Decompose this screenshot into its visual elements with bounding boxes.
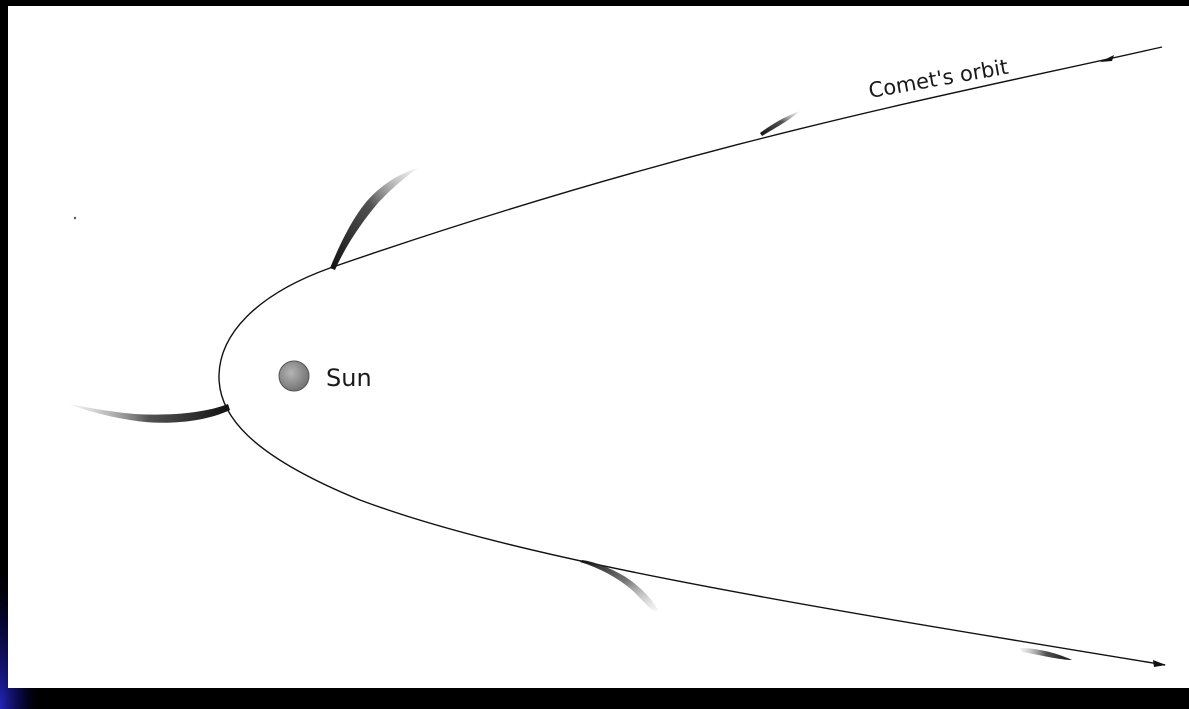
comet-icon <box>580 560 658 611</box>
comet-icon <box>1020 648 1072 660</box>
speck-dot <box>74 217 76 219</box>
sun-label: Sun <box>326 364 372 392</box>
sun-icon <box>279 361 309 391</box>
comet-icon <box>68 404 230 423</box>
direction-arrow-icon <box>1153 660 1166 667</box>
comet-orbit-path <box>219 47 1165 665</box>
comet-icon <box>760 111 800 136</box>
comet-icon <box>330 168 418 270</box>
